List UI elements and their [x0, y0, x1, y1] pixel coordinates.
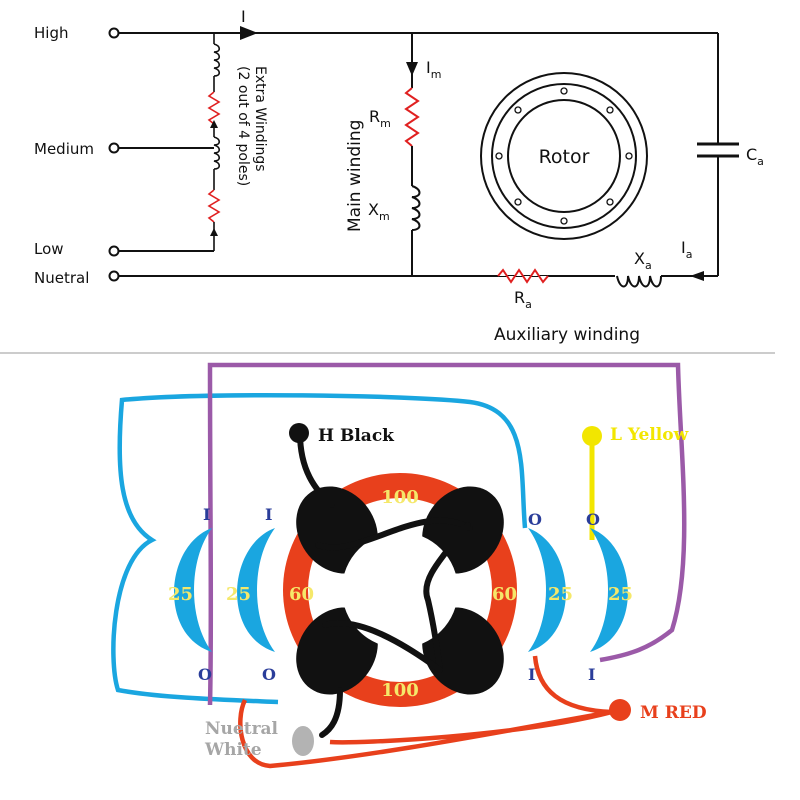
schematic-labels: High Medium Low Nuetral I Extra Windings… [34, 7, 764, 345]
red-wire-label: M RED [640, 703, 707, 723]
yellow-terminal [582, 426, 602, 446]
red-terminal [609, 699, 631, 721]
auxiliary-coils [174, 528, 628, 652]
im-arrow [406, 62, 418, 76]
black-winding-lobes [296, 486, 504, 695]
label-high: High [34, 24, 68, 42]
svg-text:Extra Windings: Extra Windings [252, 66, 268, 172]
yellow-wire-label: L Yellow [610, 425, 689, 445]
auxiliary-winding-label: Auxiliary winding [494, 325, 640, 345]
white-terminal [292, 726, 314, 756]
medium-terminal [108, 142, 120, 154]
xa-inductor [616, 275, 675, 288]
main-winding [404, 33, 421, 276]
capacitor-branch [690, 33, 739, 281]
coil-main-left-value: 60 [289, 584, 314, 605]
black-wire-label: H Black [318, 426, 395, 446]
white-wire-label-line2: White [204, 740, 262, 760]
coil-left-inner [237, 528, 275, 652]
xa-label: Xa [634, 249, 652, 272]
left-outer-top-marker: I [203, 505, 210, 524]
left-outer-bottom-marker: O [198, 665, 212, 684]
black-wires [297, 430, 473, 738]
coil-left-inner-value: 25 [226, 584, 251, 605]
rm-resistor [404, 87, 420, 147]
right-outer-top-marker: O [586, 510, 600, 529]
rotor-label: Rotor [539, 146, 590, 168]
coil-right-inner-value: 25 [548, 584, 573, 605]
coil-right-outer-value: 25 [608, 584, 633, 605]
ia-arrow [690, 271, 704, 281]
ra-resistor [497, 268, 549, 284]
current-arrow [240, 26, 258, 40]
coil-left-outer-value: 25 [168, 584, 193, 605]
coil-left-outer [174, 528, 212, 652]
coil-right-outer [590, 528, 628, 652]
blue-wire [111, 392, 528, 705]
svg-text:(2 out of 4 poles): (2 out of 4 poles) [235, 66, 251, 186]
im-label: Im [426, 58, 441, 81]
coil-right-inner [528, 528, 566, 652]
rm-label: Rm [369, 107, 391, 130]
ca-label: Ca [746, 145, 764, 168]
wiring-diagram: 25 25 60 60 25 25 100 100 I I O O O O I … [111, 362, 707, 769]
extra-windings [207, 33, 221, 251]
coil-main-top-value: 100 [381, 487, 419, 508]
right-inner-bottom-marker: I [528, 665, 535, 684]
schematic-diagram [108, 26, 739, 288]
black-terminal [289, 423, 309, 443]
low-terminal [108, 245, 120, 257]
red-wire [238, 655, 613, 769]
high-terminal [108, 27, 120, 39]
coil-main-bottom-value: 100 [381, 680, 419, 701]
right-outer-bottom-marker: I [588, 665, 595, 684]
xm-inductor [411, 185, 421, 231]
rotor [480, 72, 648, 240]
neutral-terminal [108, 270, 120, 282]
purple-wire [207, 362, 687, 706]
left-inner-top-marker: I [265, 505, 272, 524]
label-neutral: Nuetral [34, 269, 89, 287]
extra-windings-label: Extra Windings (2 out of 4 poles) [235, 66, 268, 186]
white-wire-label-line1: Nuetral [205, 719, 279, 739]
right-inner-top-marker: O [528, 510, 542, 529]
ia-label: Ia [681, 238, 692, 261]
label-low: Low [34, 240, 64, 258]
coil-main-right-value: 60 [492, 584, 517, 605]
ra-label: Ra [514, 288, 532, 311]
main-winding-label: Main winding [345, 120, 365, 232]
current-i-label: I [241, 7, 246, 26]
xm-label: Xm [368, 200, 390, 223]
label-medium: Medium [34, 140, 94, 158]
left-inner-bottom-marker: O [262, 665, 276, 684]
